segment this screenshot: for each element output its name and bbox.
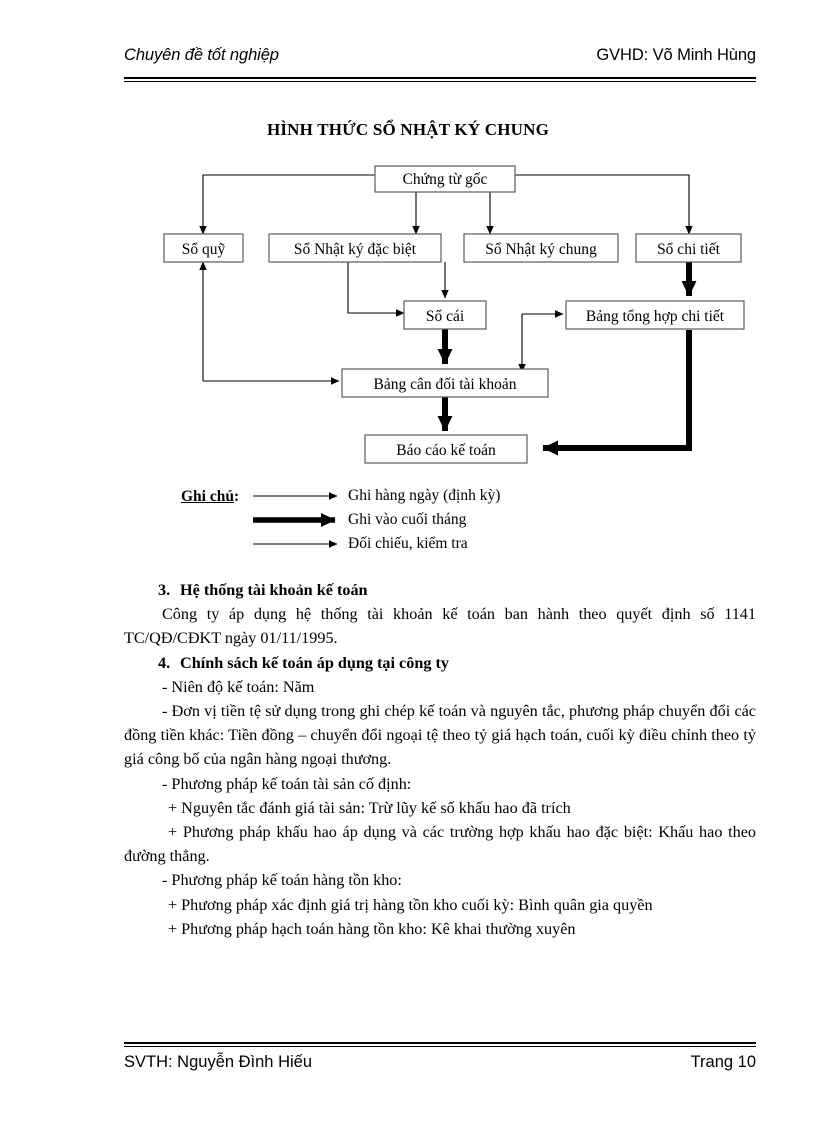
section-4-line: - Phương pháp kế toán tài sản cố định:: [162, 774, 412, 793]
section-3-title: Hệ thống tài khoản kế toán: [180, 581, 368, 599]
header-right-text: GVHD: Võ Minh Hùng: [596, 46, 756, 64]
flow-node-source-doc: Chứng từ gốc: [374, 165, 516, 193]
section-4-line: - Niên độ kế toán: Năm: [162, 677, 315, 696]
flow-node-label: Sổ quỹ: [182, 241, 226, 258]
flow-node-detail-summary: Bảng tổng hợp chi tiết: [565, 300, 745, 330]
flow-node-financial-report: Báo cáo kế toán: [364, 434, 528, 464]
legend-item-label: Đối chiếu, kiểm tra: [348, 535, 468, 552]
section-4-title: Chính sách kế toán áp dụng tại công ty: [180, 653, 449, 672]
legend-title: Ghi chú:: [181, 488, 239, 506]
header-left-text: Chuyên đề tốt nghiệp: [124, 46, 279, 64]
diagram-title: HÌNH THỨC SỔ NHẬT KÝ CHUNG: [266, 120, 550, 139]
flow-node-special-journal: Sổ Nhật ký đặc biệt: [268, 233, 442, 263]
legend-item-label: Ghi hàng ngày (định kỳ): [348, 487, 501, 504]
flow-node-trial-balance: Bảng cân đối tài khoản: [341, 368, 549, 398]
section-3-paragraph: Công ty áp dụng hệ thống tài khoản kế to…: [124, 605, 756, 648]
flow-node-cash-book: Sổ quỹ: [163, 233, 244, 263]
footer-right-text: Trang 10: [690, 1053, 756, 1071]
flow-node-label: Sổ Nhật ký đặc biệt: [294, 241, 417, 258]
legend-arrows: [253, 492, 338, 548]
section-4-line: + Phương pháp hạch toán hàng tồn kho: Kê…: [168, 919, 576, 938]
legend-title-text: Ghi chú: [181, 488, 234, 505]
footer-divider: [124, 1042, 756, 1047]
flow-node-label: Sổ cái: [426, 308, 465, 325]
flow-node-label: Chứng từ gốc: [403, 171, 488, 188]
legend-title-colon: :: [233, 488, 240, 505]
flow-node-label: Sổ Nhật ký chung: [485, 241, 597, 258]
diagram-legend: Ghi chú: Ghi hàng ngày (định kỳ) Ghi vào…: [181, 484, 601, 564]
flow-node-label: Bảng cân đối tài khoản: [374, 376, 517, 393]
flow-node-detail-book: Sổ chi tiết: [635, 233, 742, 263]
legend-item-label: Ghi vào cuối tháng: [348, 511, 467, 528]
section-4-number: 4.: [158, 653, 171, 672]
section-3-number: 3.: [158, 581, 171, 599]
flow-node-ledger: Sổ cái: [403, 300, 487, 330]
flow-node-general-journal: Sổ Nhật ký chung: [463, 233, 619, 263]
section-4-line: - Đơn vị tiền tệ sử dụng trong ghi chép …: [124, 702, 756, 769]
page-footer: SVTH: Nguyễn Đình Hiếu Trang 10: [124, 1053, 756, 1072]
section-4-line: + Nguyên tắc đánh giá tài sản: Trừ lũy k…: [168, 798, 571, 817]
section-3-heading: 3. Hệ thống tài khoản kế toán: [124, 578, 756, 602]
flow-node-label: Sổ chi tiết: [657, 241, 721, 258]
footer-left-text: SVTH: Nguyễn Đình Hiếu: [124, 1053, 313, 1071]
flow-node-label: Bảng tổng hợp chi tiết: [586, 308, 725, 325]
header-divider: [124, 77, 756, 82]
document-body: 3. Hệ thống tài khoản kế toán Công ty áp…: [124, 578, 756, 941]
section-4-heading: 4. Chính sách kế toán áp dụng tại công t…: [124, 651, 756, 675]
section-4-line: + Phương pháp khấu hao áp dụng và các tr…: [124, 823, 756, 866]
thick-connectors: [437, 262, 697, 456]
page-header: Chuyên đề tốt nghiệp GVHD: Võ Minh Hùng: [124, 46, 756, 65]
flowchart-diagram: Chứng từ gốc Sổ quỹ Sổ Nhật ký đặc biệt …: [0, 150, 816, 480]
flow-node-label: Báo cáo kế toán: [396, 442, 496, 459]
thin-connectors: [199, 174, 693, 385]
section-4-line: - Phương pháp kế toán hàng tồn kho:: [162, 871, 402, 890]
section-4-line: + Phương pháp xác định giá trị hàng tồn …: [168, 895, 653, 914]
